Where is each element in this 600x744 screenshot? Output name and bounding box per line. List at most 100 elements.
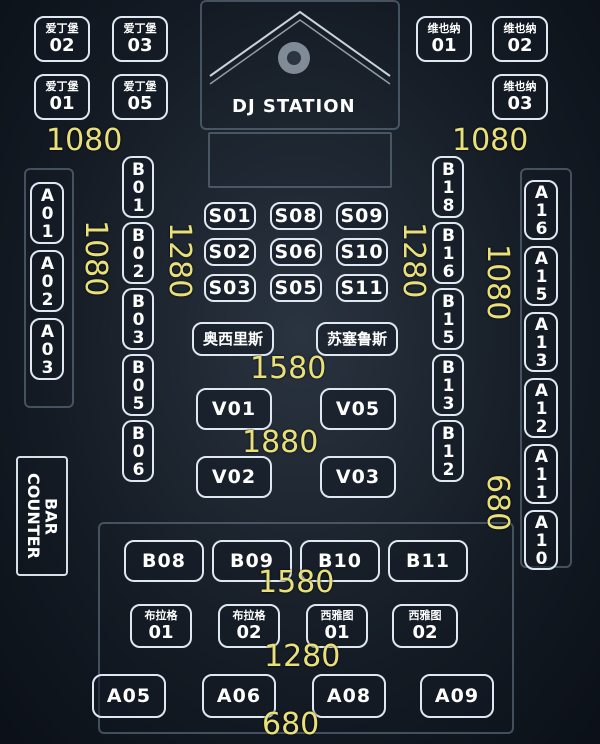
seat-a01[interactable]: A01 <box>30 182 64 244</box>
seat-code: A12 <box>531 381 552 435</box>
seat-code: V05 <box>335 397 381 420</box>
seat-code: 苏塞鲁斯 <box>326 329 387 348</box>
seat-s11[interactable]: S11 <box>336 274 388 302</box>
seat-a05[interactable]: A05 <box>92 674 166 718</box>
seat-code: S01 <box>208 204 252 227</box>
seat-a12[interactable]: A12 <box>524 378 558 438</box>
seat-code: B01 <box>128 160 149 214</box>
seat-b10[interactable]: B10 <box>300 540 380 582</box>
seat-code: A05 <box>106 684 152 707</box>
seat-code: A15 <box>531 249 552 303</box>
seat-b08[interactable]: B08 <box>124 540 204 582</box>
seat-a03[interactable]: A03 <box>30 318 64 380</box>
seat-b18[interactable]: B18 <box>432 156 464 218</box>
seat-zone-label: 维也纳 <box>503 80 537 93</box>
seat-code: S06 <box>274 240 318 263</box>
price-right-vert: 1080 <box>480 244 515 321</box>
seat-a09[interactable]: A09 <box>420 674 494 718</box>
seat-s10[interactable]: S10 <box>336 238 388 266</box>
seat-s03[interactable]: S03 <box>204 274 256 302</box>
seat-a16[interactable]: A16 <box>524 180 558 240</box>
seat-number: 05 <box>127 93 153 114</box>
seat-v01[interactable]: V01 <box>196 388 272 430</box>
seat-code: S10 <box>340 240 384 263</box>
seat-number: 01 <box>49 93 75 114</box>
seat-zone-label: 布拉格 <box>144 609 178 622</box>
seat-b03[interactable]: B03 <box>122 288 154 350</box>
seat-b15[interactable]: B15 <box>432 288 464 350</box>
seat-b12[interactable]: B12 <box>432 420 464 482</box>
stage-inner <box>208 132 392 188</box>
seat-a10[interactable]: A10 <box>524 510 558 570</box>
seat-code: B09 <box>230 549 274 572</box>
seat-b16[interactable]: B16 <box>432 222 464 284</box>
seat-a13[interactable]: A13 <box>524 312 558 372</box>
seat-code: S08 <box>274 204 318 227</box>
seat-b02[interactable]: B02 <box>122 222 154 284</box>
seat-s06[interactable]: S06 <box>270 238 322 266</box>
seat-zone-label: 维也纳 <box>427 22 461 35</box>
seat-zone-label: 爱丁堡 <box>123 22 157 35</box>
seat-seattle-01[interactable]: 西雅图 01 <box>306 604 368 648</box>
seat-b06[interactable]: B06 <box>122 420 154 482</box>
seat-vienna-02[interactable]: 维也纳 02 <box>492 16 548 62</box>
seat-a08[interactable]: A08 <box>312 674 386 718</box>
seat-number: 02 <box>236 622 262 643</box>
price-left-b-vert: 1280 <box>162 222 197 299</box>
left-wall <box>24 168 74 408</box>
seat-number: 01 <box>148 622 174 643</box>
seat-a02[interactable]: A02 <box>30 250 64 312</box>
seat-b09[interactable]: B09 <box>212 540 292 582</box>
price-bottom-1: 1580 <box>258 565 335 600</box>
seat-number: 03 <box>507 93 533 114</box>
seat-edinburgh-05[interactable]: 爱丁堡 05 <box>112 74 168 120</box>
seat-number: 01 <box>431 35 457 56</box>
seat-edinburgh-02[interactable]: 爱丁堡 02 <box>34 16 90 62</box>
price-top-right: 1080 <box>452 123 529 158</box>
seat-code: B16 <box>438 226 459 280</box>
seat-a15[interactable]: A15 <box>524 246 558 306</box>
price-right-b-vert: 1280 <box>396 222 431 299</box>
dj-logo-icon <box>278 42 310 74</box>
seat-zone-label: 爱丁堡 <box>45 80 79 93</box>
seat-v05[interactable]: V05 <box>320 388 396 430</box>
seat-code: B11 <box>406 549 450 572</box>
seat-code: B13 <box>438 358 459 412</box>
seat-s08[interactable]: S08 <box>270 202 322 230</box>
dj-station-label: DJ STATION <box>232 96 356 117</box>
seat-code: V02 <box>211 465 257 488</box>
seat-b11[interactable]: B11 <box>388 540 468 582</box>
seat-code: A06 <box>216 684 262 707</box>
price-bottom-2: 1280 <box>264 639 341 674</box>
seat-prague-01[interactable]: 布拉格 01 <box>130 604 192 648</box>
seat-edinburgh-03[interactable]: 爱丁堡 03 <box>112 16 168 62</box>
seat-s01[interactable]: S01 <box>204 202 256 230</box>
seat-susselus[interactable]: 苏塞鲁斯 <box>316 322 398 356</box>
seat-s02[interactable]: S02 <box>204 238 256 266</box>
seat-vienna-03[interactable]: 维也纳 03 <box>492 74 548 120</box>
seat-a11[interactable]: A11 <box>524 444 558 504</box>
seat-v02[interactable]: V02 <box>196 456 272 498</box>
seat-s05[interactable]: S05 <box>270 274 322 302</box>
stage-outline <box>200 0 400 130</box>
seat-code: A01 <box>37 186 58 240</box>
price-left-vert: 1080 <box>78 220 113 297</box>
seat-code: A02 <box>37 254 58 308</box>
seat-vienna-01[interactable]: 维也纳 01 <box>416 16 472 62</box>
seat-seattle-02[interactable]: 西雅图 02 <box>392 604 458 648</box>
seat-code: B12 <box>438 424 459 478</box>
seat-code: B06 <box>128 424 149 478</box>
seat-osiris[interactable]: 奥西里斯 <box>192 322 274 356</box>
seat-edinburgh-01[interactable]: 爱丁堡 01 <box>34 74 90 120</box>
price-center-2: 1880 <box>242 425 319 460</box>
seat-b05[interactable]: B05 <box>122 354 154 416</box>
seat-b13[interactable]: B13 <box>432 354 464 416</box>
seat-v03[interactable]: V03 <box>320 456 396 498</box>
seat-code: B08 <box>142 549 186 572</box>
seat-a06[interactable]: A06 <box>202 674 276 718</box>
seat-prague-02[interactable]: 布拉格 02 <box>218 604 280 648</box>
seat-zone-label: 布拉格 <box>232 609 266 622</box>
price-right-a: 680 <box>480 474 515 532</box>
seat-b01[interactable]: B01 <box>122 156 154 218</box>
seat-s09[interactable]: S09 <box>336 202 388 230</box>
